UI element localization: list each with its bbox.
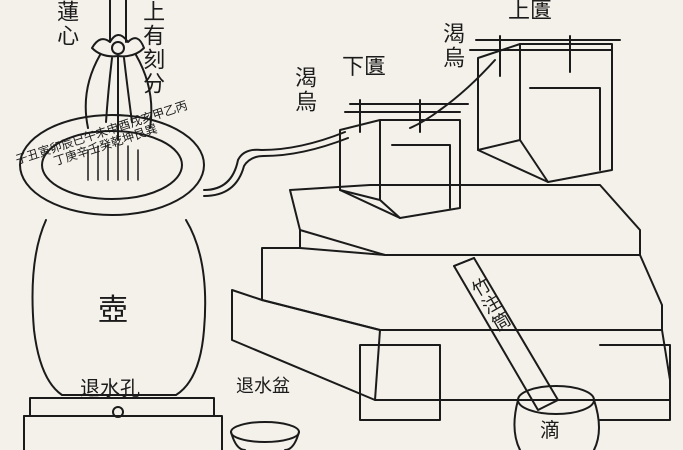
siphon-tube-upper <box>409 59 496 129</box>
pot-body <box>31 219 207 396</box>
basin-outlet-label: 退水盆 <box>236 376 290 397</box>
stepped-platform <box>231 184 671 421</box>
lotus-ornament <box>91 34 145 58</box>
bamboo-tube <box>453 257 559 411</box>
siphon-tube-lower <box>203 131 346 191</box>
collecting-vessel <box>513 385 600 450</box>
upper-tank <box>469 35 621 183</box>
lotus-center-label: 蓮心 <box>53 0 79 48</box>
upper-crow-label: 渴烏 <box>439 22 465 70</box>
lower-tank <box>339 99 469 219</box>
dial-ring <box>19 114 205 216</box>
drip-label: 滴 <box>540 418 560 442</box>
upper-tank-label: 上匱 <box>508 0 553 24</box>
outlet-hole <box>112 406 124 418</box>
pot-label: 壺 <box>98 293 128 328</box>
pot-outlet-label: 退水孔 <box>80 376 140 400</box>
basin <box>230 421 300 450</box>
scale-top-label: 上有刻分 <box>139 0 165 96</box>
lower-crow-label: 渴烏 <box>291 66 317 114</box>
pot-assembly <box>19 0 223 450</box>
lower-tank-label: 下匱 <box>342 55 387 80</box>
